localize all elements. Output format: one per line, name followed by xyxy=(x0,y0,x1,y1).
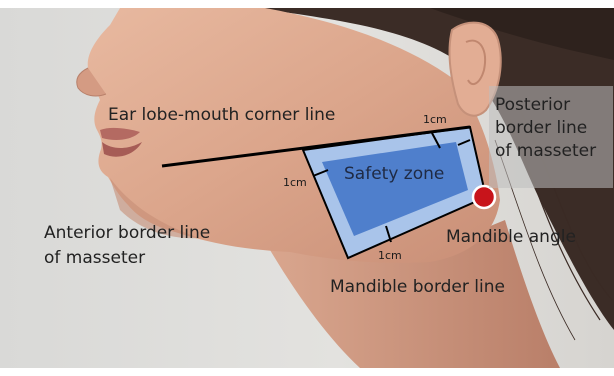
mandible-border-line-label: Mandible border line xyxy=(330,278,505,298)
safety-zone-label: Safety zone xyxy=(344,165,444,185)
distance-label-top: 1cm xyxy=(423,114,447,127)
ear-lobe-mouth-corner-label: Ear lobe-mouth corner line xyxy=(108,106,335,126)
distance-label-left: 1cm xyxy=(283,177,307,190)
anterior-label-line-2: of masseter xyxy=(44,249,145,269)
posterior-label-line-2: border line xyxy=(495,117,587,140)
anterior-label-line-1: Anterior border line xyxy=(44,224,210,244)
distance-label-bottom: 1cm xyxy=(378,250,402,263)
posterior-label-line-3: of masseter xyxy=(495,140,596,163)
mandible-angle-label: Mandible angle xyxy=(446,228,576,248)
mandible-angle-marker xyxy=(473,186,495,208)
posterior-label-line-1: Posterior xyxy=(495,94,570,117)
